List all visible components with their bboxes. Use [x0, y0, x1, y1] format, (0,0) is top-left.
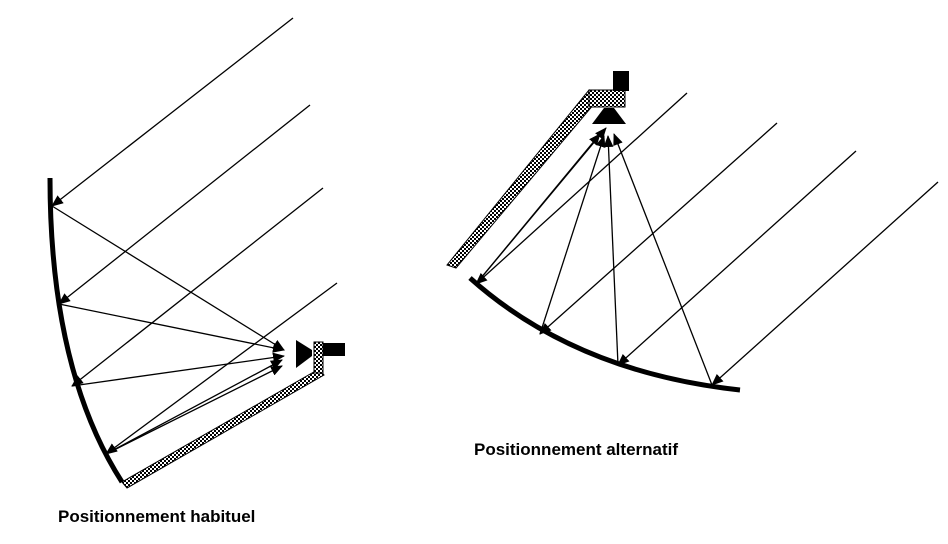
left-feed-horn [296, 340, 312, 368]
right-reflected-ray [603, 135, 619, 366]
left-incoming-ray [105, 282, 338, 455]
right-dish-reflector [468, 276, 741, 393]
right-incoming-rays [475, 92, 939, 386]
right-feed-horn [592, 108, 626, 124]
right-incoming-ray [617, 150, 857, 366]
right-reflected-ray [475, 127, 607, 285]
left-reflected-ray [51, 205, 285, 351]
right-reflected-rays [475, 127, 713, 386]
left-diagram-caption: Positionnement habituel [58, 507, 256, 526]
right-diagram [446, 71, 939, 393]
right-lnb-body [613, 71, 629, 91]
right-reflected-ray [539, 135, 606, 335]
right-feed-support-arm [446, 88, 595, 269]
left-reflected-rays [51, 205, 285, 455]
left-incoming-ray [71, 187, 324, 387]
left-dish-reflector [47, 177, 125, 484]
right-incoming-ray [711, 181, 939, 386]
right-diagram-caption: Positionnement alternatif [474, 440, 679, 459]
left-incoming-rays [51, 17, 338, 455]
right-reflected-ray [613, 133, 713, 386]
left-reflected-ray [58, 303, 285, 353]
left-diagram [47, 17, 345, 489]
left-reflected-ray [105, 359, 283, 455]
right-feed-support-post [588, 89, 626, 108]
left-reflected-ray [105, 365, 283, 455]
left-feed-support-post [313, 341, 324, 374]
right-incoming-ray [475, 92, 688, 285]
left-reflected-ray [71, 352, 285, 387]
left-lnb-body [323, 343, 345, 356]
left-incoming-ray [58, 104, 311, 305]
left-feed-support-arm [121, 368, 325, 489]
left-incoming-ray [51, 17, 294, 207]
right-incoming-ray [539, 122, 778, 335]
